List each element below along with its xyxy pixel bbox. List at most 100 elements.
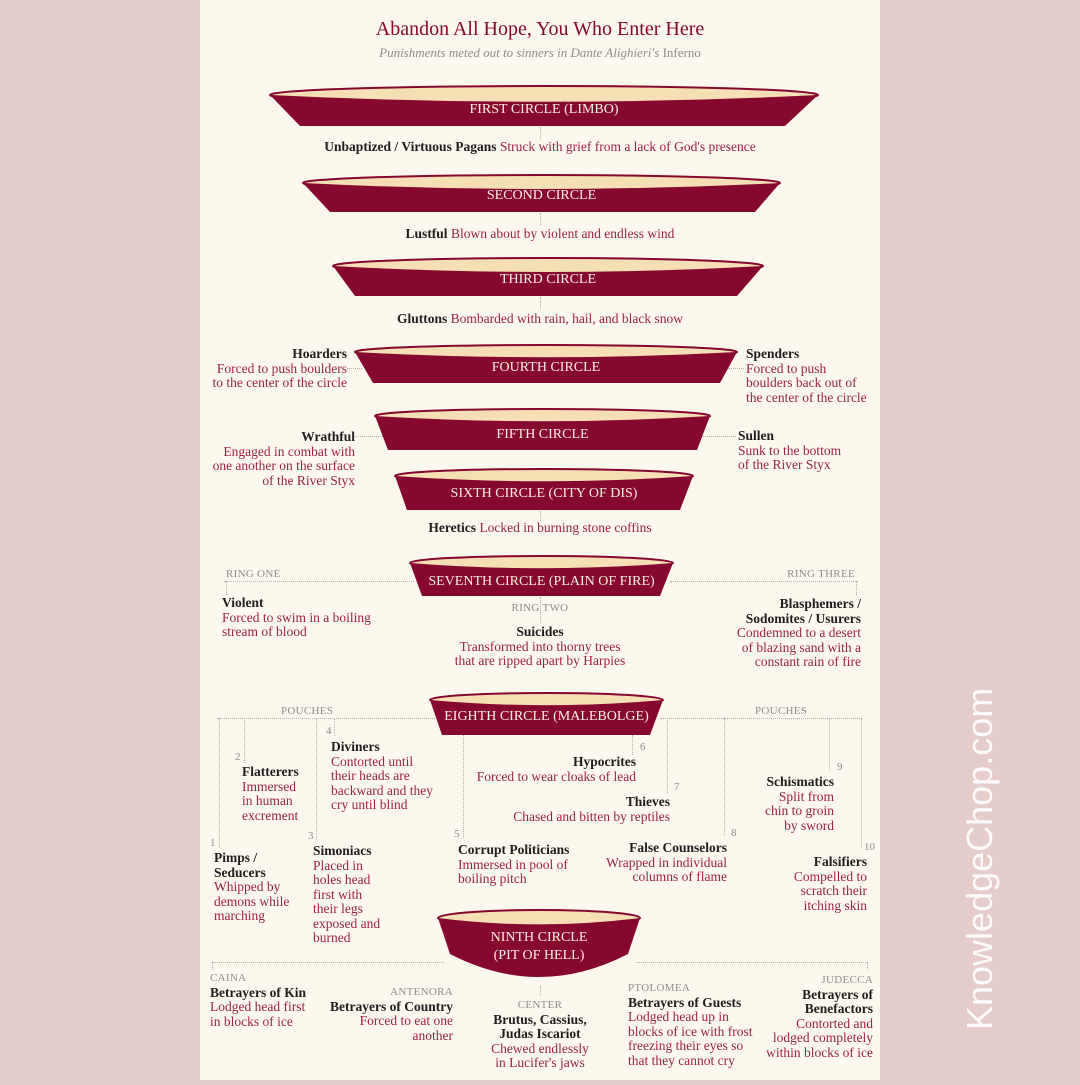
connector (347, 368, 362, 369)
circle1-entry: Unbaptized / Virtuous Pagans Struck with… (200, 139, 880, 155)
connector (829, 718, 830, 770)
sinner: Wrathful (301, 429, 355, 444)
sinner: Flatterers (242, 764, 299, 779)
sinner: Suicides (516, 624, 564, 639)
circle-6-label: SIXTH CIRCLE (CITY OF DIS) (450, 486, 638, 501)
zone-line (636, 962, 868, 963)
sinner: Hoarders (292, 346, 347, 361)
pouch-number: 10 (864, 841, 875, 853)
punishment: Placed in holes head first with their le… (313, 857, 381, 945)
circle-7-bowl (409, 555, 674, 596)
connector (540, 297, 541, 309)
connector (540, 597, 541, 623)
circle-5-label: FIFTH CIRCLE (496, 427, 589, 442)
connector (861, 718, 862, 848)
circle-4-bowl (354, 344, 738, 383)
connector (316, 718, 317, 840)
circle-5-bowl (374, 408, 711, 450)
connector (724, 718, 725, 836)
connector (219, 718, 220, 848)
sinner: Falsifiers (813, 854, 867, 869)
pouch-number: 7 (674, 781, 680, 793)
circle-4-label: FOURTH CIRCLE (491, 360, 601, 375)
sinner: Simoniacs (313, 843, 372, 858)
bowl-body (270, 95, 818, 126)
circle-8-bowl (429, 692, 664, 735)
sinner: Blasphemers / Sodomites / Usurers (745, 596, 861, 626)
pouch-number: 8 (731, 827, 737, 839)
sinner: Betrayers of Benefactors (802, 986, 873, 1016)
circle-3-bowl (332, 257, 764, 296)
ring-line (224, 581, 414, 582)
sinner: Spenders (746, 346, 800, 361)
subtitle-work: Inferno (659, 45, 701, 60)
connector (540, 213, 541, 225)
circle-3-label: THIRD CIRCLE (499, 272, 597, 287)
sinner: Gluttons (396, 311, 448, 326)
punishment: Forced to eat one another (359, 1013, 453, 1043)
circle-1-bowl (269, 85, 819, 126)
sinner: Sullen (738, 428, 775, 443)
connector (856, 581, 857, 595)
connector (667, 718, 668, 793)
circle2-entry: Lustful Blown about by violent and endle… (200, 226, 880, 242)
sinner: False Counselors (629, 840, 727, 855)
circle-9-label: NINTH CIRCLE (PIT OF HELL) (490, 930, 588, 963)
connector (540, 127, 541, 139)
punishment: Chewed endlessly in Lucifer's jaws (491, 1040, 589, 1070)
bowl-body (303, 183, 780, 212)
pouch-number: 2 (235, 751, 241, 763)
sinner: Lustful (405, 226, 448, 241)
bowl-body (430, 700, 663, 735)
sinner: Diviners (331, 739, 380, 754)
connector (632, 735, 633, 755)
punishment: Bombarded with rain, hail, and black sno… (450, 311, 684, 326)
circle-9-bowl (437, 909, 641, 977)
zone-label: JUDECCA (821, 974, 873, 986)
sinner: Brutus, Cassius, Judas Iscariot (493, 1011, 587, 1041)
circle-7-label: SEVENTH CIRCLE (PLAIN OF FIRE) (428, 574, 655, 589)
pouch-number: 9 (837, 761, 843, 773)
punishment: Forced to swim in a boiling stream of bl… (222, 609, 371, 639)
circle-2-label: SECOND CIRCLE (486, 188, 597, 203)
connector (212, 962, 213, 970)
zone-label: CAINA (210, 972, 247, 984)
punishment: Lodged head first in blocks of ice (210, 999, 306, 1029)
pouch-line (660, 718, 862, 719)
connector (867, 962, 868, 970)
bowl-body (375, 416, 710, 450)
punishment: Compelled to scratch their itching skin (793, 868, 867, 913)
sinner: Unbaptized / Virtuous Pagans (324, 139, 497, 154)
zone-label: ANTENORA (390, 986, 453, 998)
pouches-label-left: POUCHES (281, 705, 334, 717)
pouch-line (217, 718, 435, 719)
sinner: Hypocrites (573, 754, 636, 769)
pouch-number: 4 (326, 725, 332, 737)
sinner: Pimps / Seducers (214, 850, 266, 880)
punishment: Chased and bitten by reptiles (513, 808, 670, 824)
punishment: Condemned to a desert of blazing sand wi… (736, 625, 861, 669)
punishment: Contorted and lodged completely within b… (766, 1015, 873, 1060)
watermark: KnowledgeChop.com (959, 687, 1000, 1030)
punishment: Sunk to the bottom of the River Styx (738, 442, 842, 472)
punishment: Forced to push boulders back out of the … (746, 360, 867, 405)
connector (728, 368, 744, 369)
bowl-body (355, 352, 737, 383)
subtitle-italic: Punishments meted out to sinners in Dant… (379, 45, 660, 60)
bowl-body (395, 476, 693, 510)
